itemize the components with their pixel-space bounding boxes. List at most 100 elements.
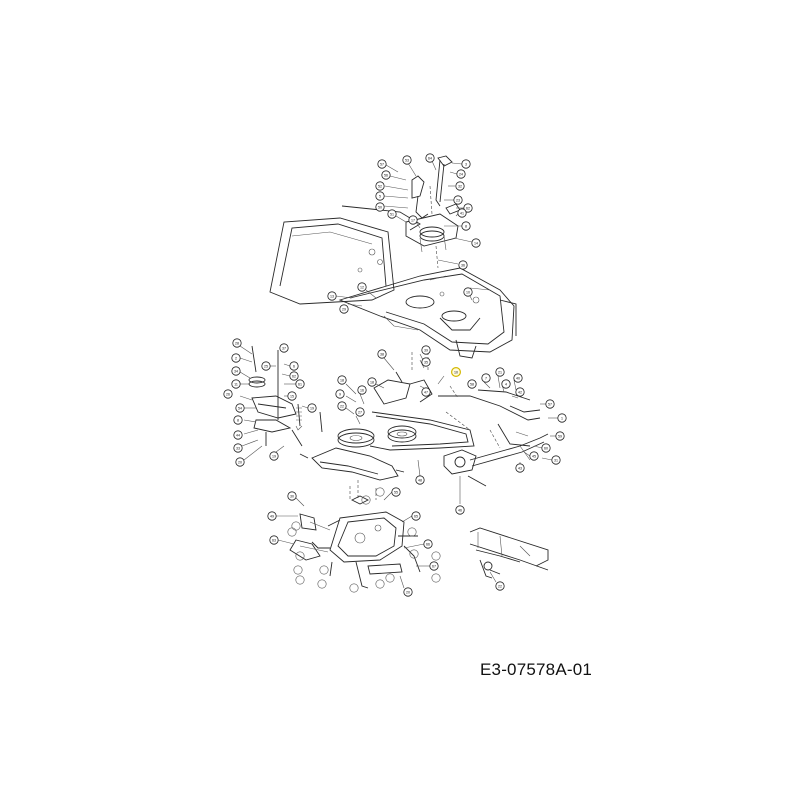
svg-text:15: 15 [290,394,294,398]
inset-detail [469,527,549,579]
callout: 57 [540,399,555,409]
callout: 34 [231,366,251,379]
chassis-frame [269,205,517,359]
svg-text:16: 16 [360,388,364,392]
callout: 52 [375,181,409,191]
svg-text:28: 28 [235,341,239,345]
svg-text:55: 55 [394,490,398,494]
drawing-number: E3-07578A-01 [480,660,593,679]
callout: 54 [235,403,256,413]
callout: 27 [355,407,365,425]
svg-text:27: 27 [358,410,362,414]
svg-text:31: 31 [554,458,558,462]
callout: 18 [367,377,385,389]
svg-text:48: 48 [418,478,422,482]
callout: 65 [401,511,421,523]
svg-text:35: 35 [424,360,428,364]
callout: 31 [541,455,561,465]
svg-text:37: 37 [282,346,286,350]
svg-text:57: 57 [380,162,384,166]
svg-text:1: 1 [561,416,563,420]
svg-text:66: 66 [426,542,430,546]
left-hardware-stack [248,345,323,447]
svg-text:39: 39 [424,348,428,352]
svg-text:3: 3 [465,162,467,166]
svg-text:24: 24 [459,172,463,176]
callout: 11 [231,379,250,389]
callout: 37 [279,343,289,353]
callout: 30 [287,491,305,507]
svg-text:8: 8 [237,418,239,422]
callout: 16 [357,385,367,405]
svg-text:61: 61 [298,382,302,386]
callout: 21 [495,367,505,389]
svg-text:10: 10 [466,290,470,294]
svg-text:52: 52 [378,184,382,188]
callout: 7 [481,373,491,389]
callout: 1 [548,413,567,423]
callout: 33 [233,439,259,453]
svg-text:6: 6 [293,364,295,368]
callout: 44 [233,429,259,440]
callout: 2 [231,353,253,363]
svg-text:14: 14 [474,241,478,245]
callout: 61 [284,379,305,389]
svg-text:20: 20 [238,460,242,464]
svg-text:44: 44 [236,433,240,437]
callout: 8 [233,415,257,425]
callout: 19 [269,445,285,461]
callout: 32 [448,181,465,191]
callout: 57 [377,159,399,173]
svg-text:54: 54 [238,406,242,410]
callout: 18 [337,375,357,395]
callout: 47 [419,385,431,397]
svg-text:58: 58 [470,382,474,386]
svg-text:22: 22 [498,584,502,588]
svg-text:47: 47 [424,390,428,394]
svg-text:45: 45 [532,454,536,458]
svg-text:62: 62 [466,206,470,210]
svg-text:26: 26 [226,392,230,396]
svg-text:12: 12 [360,285,364,289]
svg-text:22: 22 [340,404,344,408]
svg-text:18: 18 [340,378,344,382]
callout: 25 [261,361,276,371]
callout: 43 [515,462,525,473]
svg-text:36: 36 [461,263,465,267]
callout: 67 [416,561,439,571]
svg-text:42: 42 [518,390,522,394]
callout: 22 [489,571,505,591]
svg-text:65: 65 [414,514,418,518]
svg-text:59: 59 [558,434,562,438]
callout: 29 [339,303,363,314]
callouts: 57 53 64 3 56 24 52 32 5 50 23 62 41 51 … [223,153,567,597]
callout: 10 [437,367,462,385]
svg-text:8: 8 [465,224,467,228]
callout: 10 [463,287,473,301]
callout: 23 [444,195,463,205]
svg-text:19: 19 [310,406,314,410]
svg-text:46: 46 [458,508,462,512]
svg-text:18: 18 [370,380,374,384]
svg-text:41: 41 [460,211,464,215]
svg-text:5: 5 [379,194,381,198]
svg-text:9: 9 [339,392,341,396]
svg-text:33: 33 [236,446,240,450]
callout: 49 [267,511,298,521]
callout: 56 [381,170,407,181]
svg-text:17: 17 [411,218,415,222]
callout: 35 [419,357,431,369]
callout: 45 [523,451,539,461]
svg-text:38: 38 [380,352,384,356]
svg-text:34: 34 [234,369,238,373]
transmission-assembly [289,495,421,589]
svg-text:2: 2 [235,356,237,360]
callout: 58 [467,379,477,389]
callout: 8 [444,221,471,231]
svg-text:13: 13 [330,294,334,298]
svg-text:29: 29 [342,307,346,311]
svg-text:32: 32 [458,184,462,188]
steering-assembly [405,155,461,269]
svg-text:19: 19 [272,454,276,458]
